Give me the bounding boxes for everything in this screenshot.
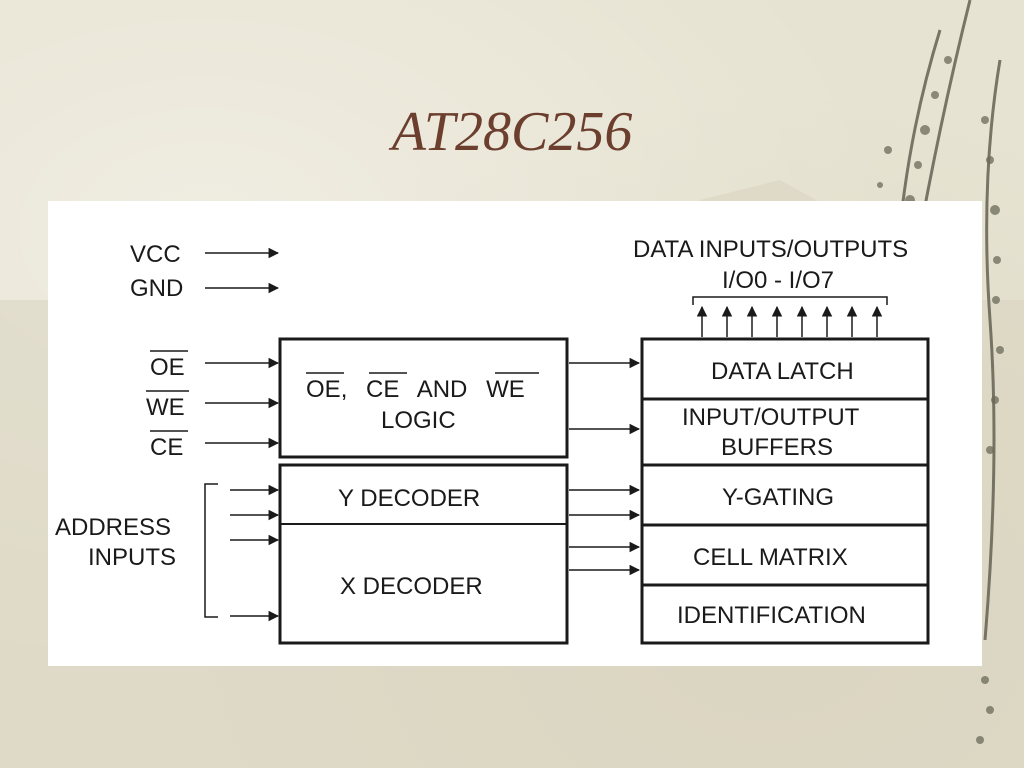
io-buffers-label-line2: BUFFERS xyxy=(721,434,833,461)
logic-block-label-line1: OE, CE AND WE xyxy=(306,376,525,403)
identification-block xyxy=(640,583,930,645)
block-diagram-panel: VCC GND OE WE CE ADDRESS INPUTS OE, CE A… xyxy=(48,201,982,666)
address-label-line1: ADDRESS xyxy=(55,514,171,541)
logic-block xyxy=(278,337,569,459)
vcc-label: VCC xyxy=(130,241,181,268)
data-io-label-line2: I/O0 - I/O7 xyxy=(722,267,834,294)
address-bracket xyxy=(204,483,218,618)
decoder-block xyxy=(278,463,569,645)
data-latch-block xyxy=(640,337,930,401)
data-io-bracket xyxy=(692,296,888,305)
ce-label: CE xyxy=(150,434,183,461)
y-gating-label: Y-GATING xyxy=(722,484,834,511)
we-label: WE xyxy=(146,394,185,421)
slide-title: AT28C256 xyxy=(391,101,633,163)
logic-block-label-line2: LOGIC xyxy=(381,407,456,434)
gnd-label: GND xyxy=(130,275,183,302)
data-io-label-line1: DATA INPUTS/OUTPUTS xyxy=(633,236,908,263)
data-io-arrows xyxy=(696,305,883,337)
identification-label: IDENTIFICATION xyxy=(677,602,866,629)
y-gating-block xyxy=(640,463,930,527)
y-decoder-label: Y DECODER xyxy=(338,485,480,512)
io-buffers-label-line1: INPUT/OUTPUT xyxy=(682,404,860,431)
io-buffers-block xyxy=(640,397,930,467)
data-latch-label: DATA LATCH xyxy=(711,358,854,385)
cell-matrix-label: CELL MATRIX xyxy=(693,544,848,571)
address-label-line2: INPUTS xyxy=(88,544,176,571)
oe-label: OE xyxy=(150,354,185,381)
x-decoder-label: X DECODER xyxy=(340,573,483,600)
block-diagram: VCC GND OE WE CE ADDRESS INPUTS OE, CE A… xyxy=(55,236,930,645)
